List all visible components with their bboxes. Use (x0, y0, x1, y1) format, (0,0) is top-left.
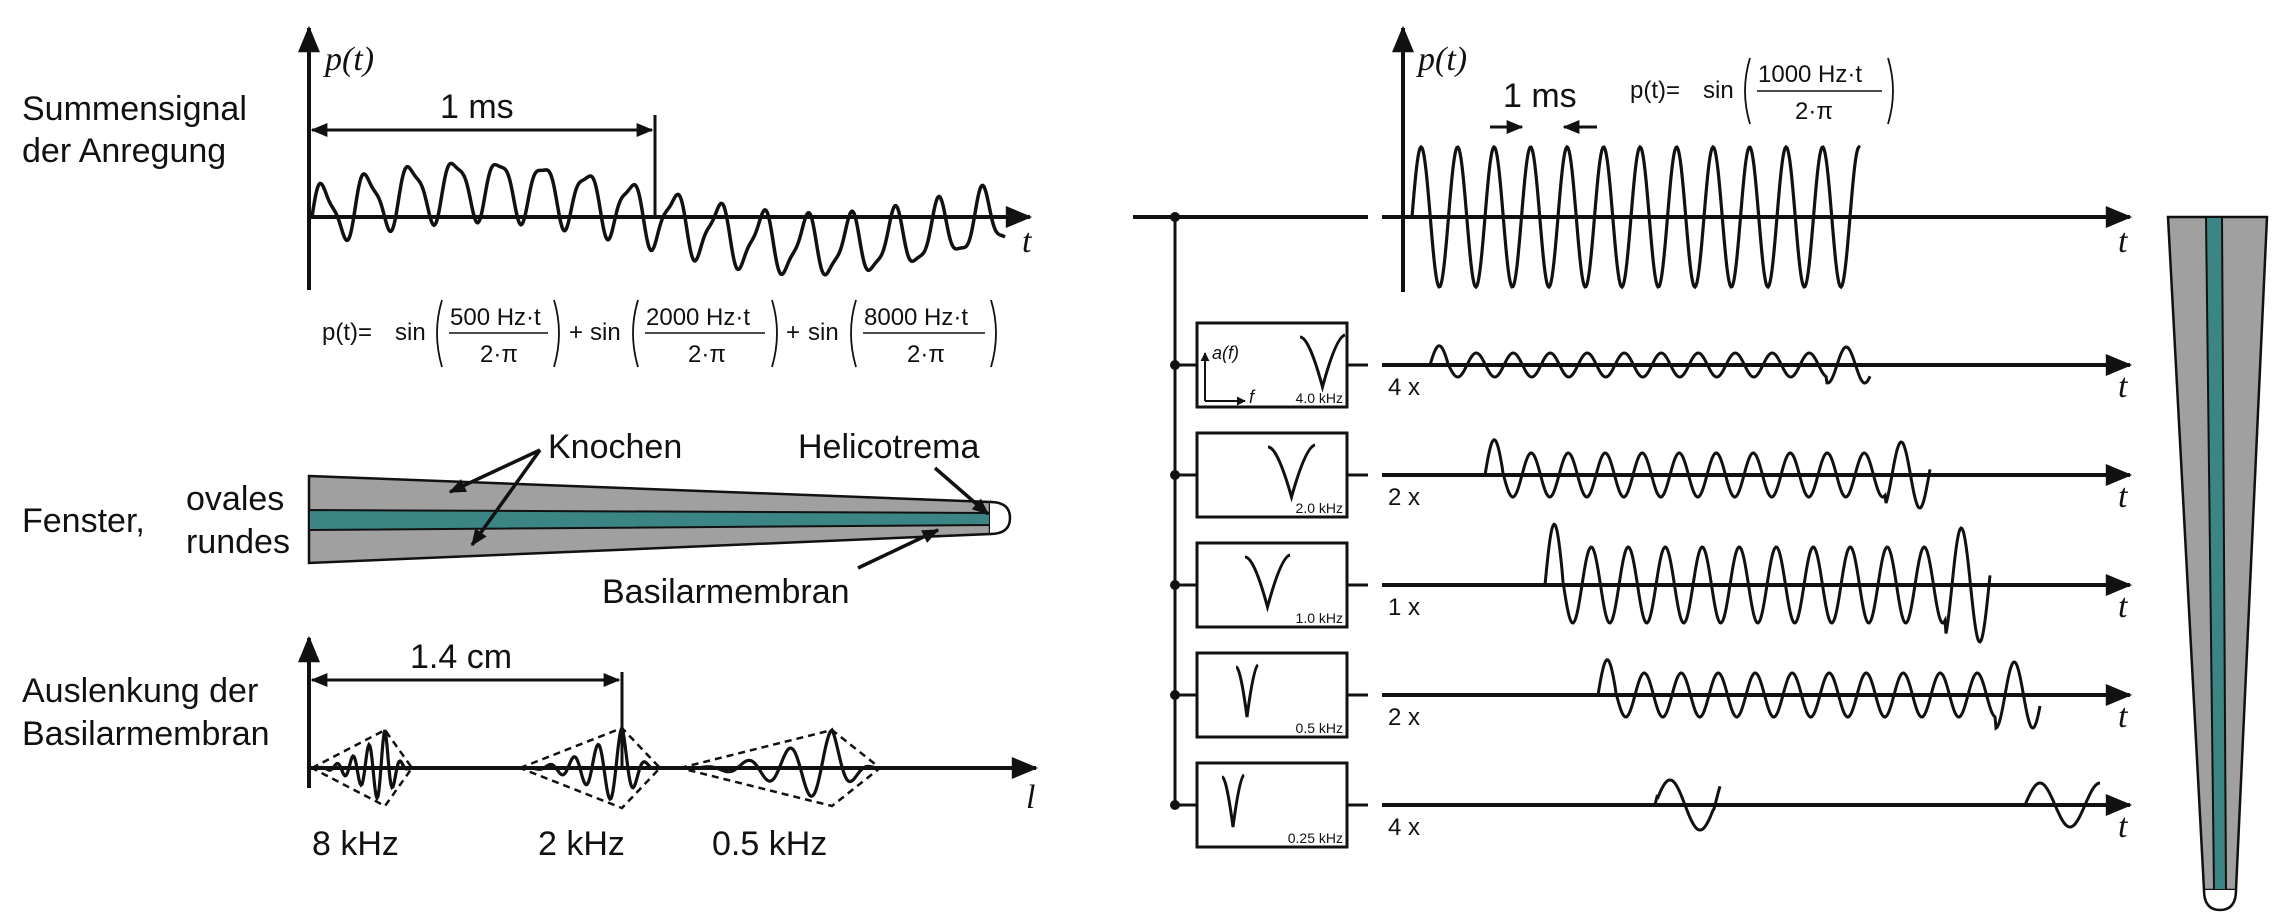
knochen-arrow-upper (448, 448, 541, 494)
channel-axis-label-3: t (2118, 698, 2129, 735)
helicotrema-arrow (933, 466, 990, 516)
channel-0: 4.0 kHz a(f) f t 4 x (1170, 321, 2133, 409)
equation-lhs: p(t)= (322, 319, 372, 346)
envelope-2khz (516, 723, 662, 810)
channel-waveform-4 (1653, 778, 1722, 832)
equation-sin-3: sin (808, 319, 839, 346)
sum-signal-label-line1: Summensignal (22, 90, 247, 128)
equation-term3-num: 8000 Hz·t (864, 304, 968, 331)
channel-2: 1.0 kHz t 1 x (1170, 522, 2133, 644)
helicotrema-label: Helicotrema (798, 428, 979, 466)
input-signal-x-axis-label: t (2118, 223, 2129, 260)
input-period-label: 1 ms (1503, 77, 1577, 115)
cochlea-section: Fenster, ovales rundes Knochen Helicotre… (22, 428, 1012, 611)
channel-waveform-0 (1428, 344, 1872, 385)
freq-label-2khz: 2 kHz (538, 825, 625, 863)
basilarmembran-arrow (857, 528, 940, 570)
displacement-section: Auslenkung der Basilarmembran l 1.4 cm 8… (22, 635, 1039, 863)
equation-plus-2: + (786, 319, 800, 346)
channel-axis-label-4: t (2118, 808, 2129, 845)
knochen-label: Knochen (548, 428, 682, 466)
equation-term1-num: 500 Hz·t (450, 304, 541, 331)
input-equation-lhs: p(t)= (1630, 77, 1680, 104)
period-label: 1 ms (440, 88, 514, 126)
sum-signal-label-line2: der Anregung (22, 132, 226, 170)
channel-4: 0.25 kHz t 4 x (1170, 761, 2133, 849)
filter-response-curve-2 (1244, 553, 1291, 613)
filter-axis-y-label: a(f) (1212, 343, 1239, 363)
filter-center-frequency-1: 2.0 kHz (1296, 500, 1343, 516)
input-equation-den: 2·π (1795, 98, 1833, 125)
envelope-05khz (679, 727, 883, 808)
vertical-cochlea (2166, 215, 2269, 912)
equation-plus-1: + (569, 319, 583, 346)
sum-signal-equation: p(t)= sin 500 Hz·t 2·π + sin 2000 Hz·t 2… (322, 299, 997, 368)
channel-axis-label-0: t (2118, 368, 2129, 405)
equation-sin-1: sin (395, 319, 426, 346)
helicotrema-cap (989, 500, 1012, 536)
channel-waveform-1 (1483, 438, 1932, 510)
freq-label-05khz: 0.5 kHz (712, 825, 827, 863)
displacement-label-line1: Auslenkung der (22, 672, 258, 710)
filter-bank: 4.0 kHz a(f) f t 4 x 2.0 kHz t 2 x 1.0 kHz t 1 x 0.… (1170, 212, 2133, 849)
envelope-8khz (309, 728, 414, 808)
equation-term1-den: 2·π (480, 341, 518, 368)
channel-waveform-2 (1543, 522, 1992, 644)
vertical-helicotrema (2202, 889, 2238, 912)
basilarmembran-label: Basilarmembran (602, 573, 850, 611)
input-signal-y-axis-label: p(t) (1416, 41, 1467, 78)
filter-center-frequency-0: 4.0 kHz (1296, 390, 1343, 406)
channel-multiplier-2: 1 x (1388, 594, 1420, 621)
ovales-label: ovales (186, 480, 284, 518)
equation-term2-num: 2000 Hz·t (646, 304, 750, 331)
filter-axis-x-label: f (1249, 387, 1256, 407)
input-signal-waveform (1410, 144, 1861, 290)
equation-term3-den: 2·π (907, 341, 945, 368)
equation-term2-den: 2·π (688, 341, 726, 368)
filter-response-curve-4 (1221, 773, 1246, 828)
filter-response-curve-1 (1267, 443, 1316, 503)
rundes-label: rundes (186, 523, 290, 561)
input-equation-sin: sin (1703, 77, 1734, 104)
sum-signal-x-axis-label: t (1022, 223, 1033, 260)
sum-signal-section: Summensignal der Anregung p(t) t 1 ms (22, 25, 1033, 290)
channel-multiplier-1: 2 x (1388, 484, 1420, 511)
channel-multiplier-0: 4 x (1388, 374, 1420, 401)
filter-center-frequency-3: 0.5 kHz (1296, 720, 1343, 736)
fenster-label: Fenster, (22, 502, 145, 540)
knochen-arrow-lower (470, 448, 542, 547)
filter-center-frequency-4: 0.25 kHz (1288, 830, 1343, 846)
freq-label-8khz: 8 kHz (312, 825, 399, 863)
displacement-label-line2: Basilarmembran (22, 715, 270, 753)
filter-box-3 (1195, 651, 1349, 739)
channel-axis-label-1: t (2118, 478, 2129, 515)
displacement-envelopes (309, 723, 883, 810)
channel-3: 0.5 kHz t 2 x (1170, 651, 2133, 739)
channel-multiplier-3: 2 x (1388, 704, 1420, 731)
equation-sin-2: sin (590, 319, 621, 346)
channel-1: 2.0 kHz t 2 x (1170, 431, 2133, 519)
input-signal-section: p(t) t 1 ms p(t)= sin 1000 Hz·t 2·π (1133, 25, 2133, 292)
channel-waveform-3 (1596, 658, 2042, 731)
filter-center-frequency-2: 1.0 kHz (1296, 610, 1343, 626)
sum-signal-y-axis-label: p(t) (323, 41, 374, 78)
input-equation-num: 1000 Hz·t (1758, 61, 1862, 88)
sum-signal-waveform (310, 161, 1006, 277)
channel-axis-label-2: t (2118, 588, 2129, 625)
distance-label: 1.4 cm (410, 638, 512, 676)
filter-response-curve-0 (1299, 333, 1346, 393)
filter-response-curve-3 (1235, 663, 1260, 718)
filter-channels: 4.0 kHz a(f) f t 4 x 2.0 kHz t 2 x 1.0 kHz t 1 x 0.… (1170, 321, 2133, 849)
channel-multiplier-4: 4 x (1388, 814, 1420, 841)
displacement-x-axis-label: l (1026, 779, 1035, 816)
